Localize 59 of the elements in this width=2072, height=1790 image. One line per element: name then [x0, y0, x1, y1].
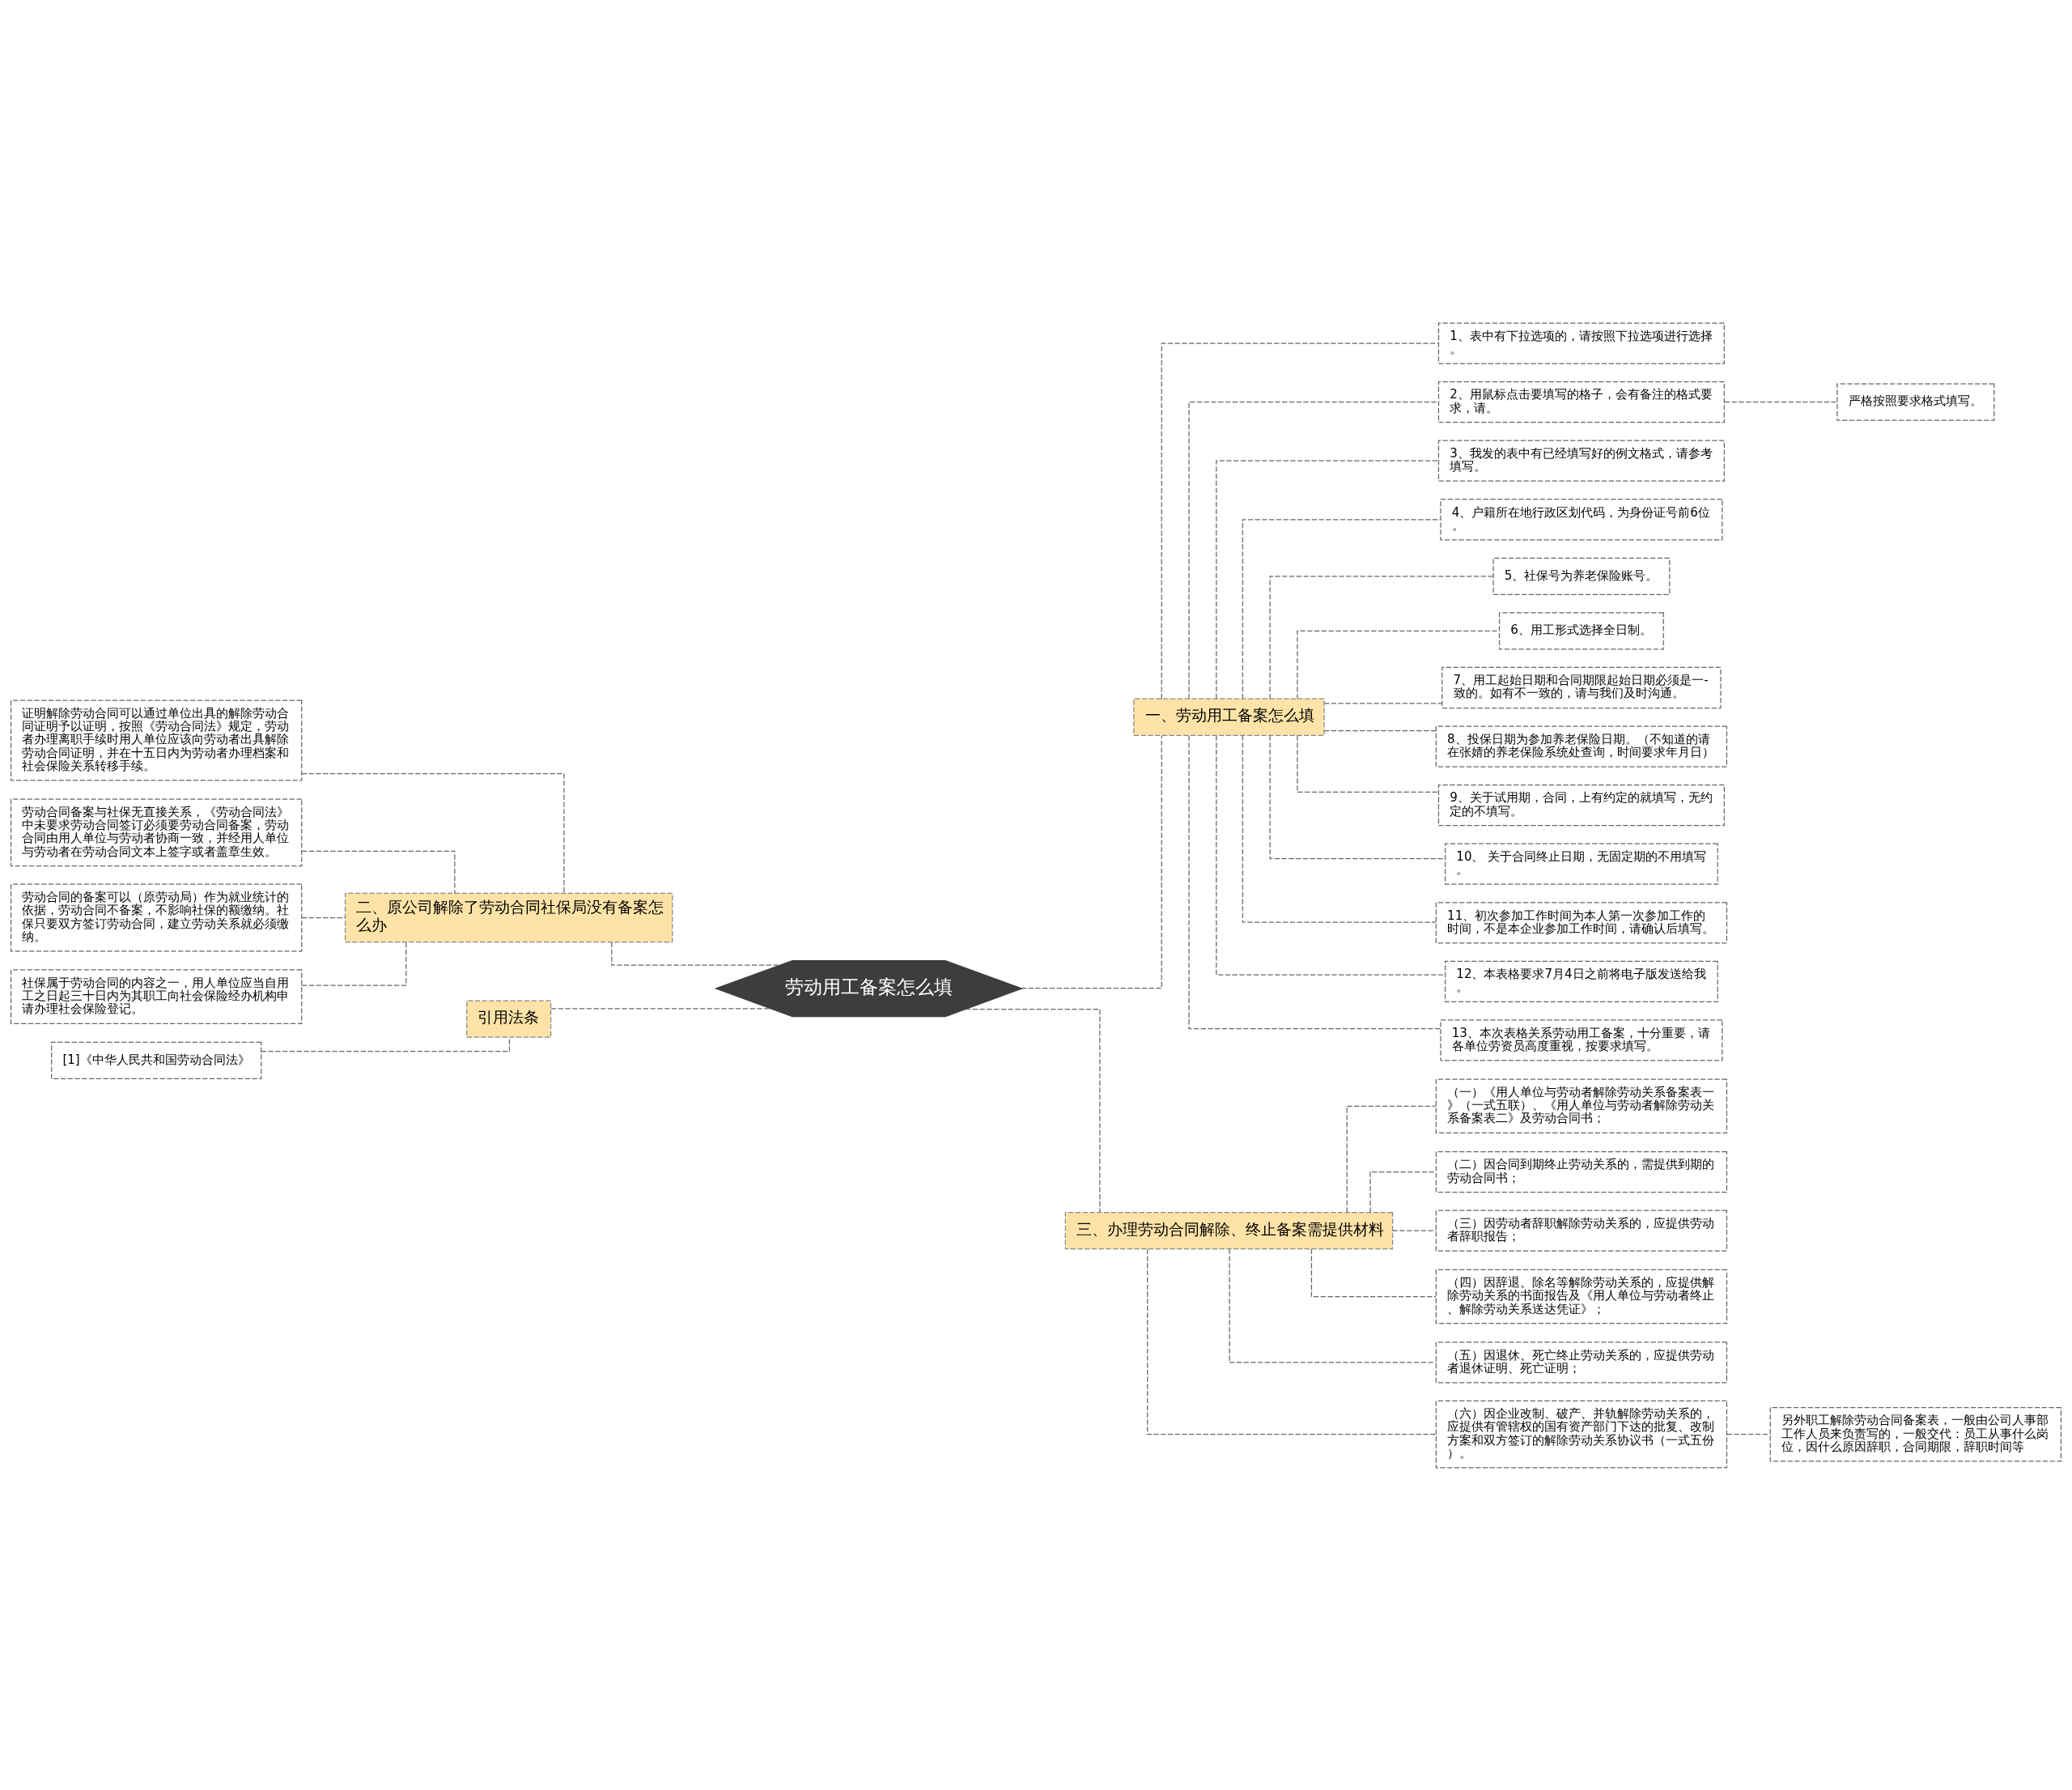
connector [301, 772, 565, 894]
connector [1297, 734, 1439, 793]
connector [1188, 734, 1441, 1029]
connector [1297, 630, 1500, 699]
connector [301, 916, 346, 918]
node-box: （二）因合同到期终止劳动关系的，需提供到期的劳动合同书； [1435, 1150, 1728, 1193]
node-box: 12、本表格要求7月4日之前将电子版发送给我。 [1444, 960, 1718, 1002]
node-box: 一、劳动用工备案怎么填 [1133, 698, 1325, 736]
connector [261, 1036, 510, 1052]
node-box: 劳动合同备案与社保无直接关系，《劳动合同法》中未要求劳动合同签订必须要劳动合同备案，劳动合同由用人单位与劳动者协商一致，并经用人单位与劳动者在劳动合同文本上签字或者盖章生效。 [10, 798, 303, 866]
connector [1310, 1248, 1437, 1297]
connector [1269, 575, 1494, 699]
node-box: 引用法条 [466, 1000, 552, 1038]
connector [1369, 1171, 1437, 1213]
connector [611, 941, 781, 966]
node-box: （三）因劳动者辞职解除劳动关系的，应提供劳动者辞职报告； [1435, 1210, 1728, 1252]
connector [1216, 734, 1446, 976]
node-box: 1、表中有下拉选项的，请按照下拉选项进行选择。 [1437, 321, 1725, 364]
node-box: [1]《中华人民共和国劳动合同法》 [51, 1041, 262, 1079]
node-box: 5、社保号为养老保险账号。 [1492, 557, 1671, 595]
connector [1188, 401, 1439, 699]
node-box: （五）因退休、死亡终止劳动关系的，应提供劳动者退休证明、死亡证明； [1435, 1341, 1728, 1383]
connector [1724, 401, 1837, 402]
node-box: 劳动合同的备案可以（原劳动局）作为就业统计的依据，劳动合同不备案，不影响社保的额缴纳。社保只要双方签订劳动合同，建立劳动关系就必须缴纳。 [10, 883, 303, 951]
node-box: 11、初次参加工作时间为本人第一次参加工作的时间，不是本企业参加工作时间，请确认后填写。 [1435, 901, 1728, 943]
node-box: （六）因企业改制、破产、并轨解除劳动关系的，应提供有管辖权的国有资产部门下达的批复、改制方案和双方签订的解除劳动关系协议书（一式五份）。 [1435, 1400, 1728, 1469]
node-box: 二、原公司解除了劳动合同社保局没有备案怎么办 [344, 892, 673, 942]
node-box: 8、投保日期为参加养老保险日期。（不知道的请在张婧的养老保险系统处查询，时间要求年月日） [1435, 725, 1728, 767]
node-box: （四）因辞退、除名等解除劳动关系的，应提供解除劳动关系的书面报告及《用人单位与劳动者终止、解除劳动关系送达凭证》； [1435, 1269, 1728, 1324]
connector [1147, 1248, 1437, 1435]
node-box: 10、 关于合同终止日期，无固定期的不用填写。 [1444, 843, 1718, 885]
connector [1269, 734, 1446, 859]
connector [301, 850, 456, 894]
node-box: 9、关于试用期，合同，上有约定的就填写，无约定的不填写。 [1437, 784, 1725, 826]
node-box: 7、用工起始日期和合同期限起始日期必须是一-致的。如有不一致的，请与我们及时沟通。 [1441, 666, 1722, 708]
node-box: 另外职工解除劳动合同备案表，一般由公司人事部工作人员来负责写的，一般交代：员工从事什么岗位，因什么原因辞职，合同期限，辞职时间等 [1769, 1406, 2062, 1461]
connector [1726, 1433, 1771, 1435]
connector [1229, 1248, 1437, 1363]
connector [1161, 342, 1439, 699]
node-box: （一）《用人单位与劳动者解除劳动关系备案表一》（一式五联）、《用人单位与劳动者解除劳动关系备案表二》及劳动合同书； [1435, 1078, 1728, 1133]
connector [1346, 1105, 1437, 1213]
connector [1242, 734, 1437, 923]
connector [1323, 729, 1437, 731]
connector [1391, 1230, 1437, 1231]
node-box: 4、户籍所在地行政区划代码，为身份证号前6位。 [1440, 498, 1723, 540]
connector [1216, 460, 1439, 699]
node-box: 13、本次表格关系劳动用工备案，十分重要，请各单位劳资员高度重视，按要求填写。 [1440, 1018, 1723, 1061]
connector [1021, 734, 1162, 989]
connector [550, 1007, 771, 1010]
node-box: 6、用工形式选择全日制。 [1498, 611, 1664, 650]
node-box: 社保属于劳动合同的内容之一，用人单位应当自用工之日起三十日内为其职工向社会保险经办机构申请办理社会保险登记。 [10, 968, 303, 1024]
connector [965, 1008, 1101, 1213]
node-box: 三、办理劳动合同解除、终止备案需提供材料 [1064, 1211, 1394, 1249]
node-box: 严格按照要求格式填写。 [1836, 382, 1995, 421]
connector [1242, 518, 1441, 699]
node-box: 证明解除劳动合同可以通过单位出具的解除劳动合同证明予以证明，按照《劳动合同法》规定，劳动者办理离职手续时用人单位应该向劳动者出具解除劳动合同证明，并在十五日内为劳动者办理档案和社会保险关系转移手续。 [10, 699, 303, 781]
node-box: 3、我发的表中有已经填写好的例文格式，请参考填写。 [1437, 440, 1725, 482]
connector [1323, 702, 1443, 704]
node-box: 2、用鼠标点击要填写的格子，会有备注的格式要求，请。 [1437, 381, 1725, 423]
